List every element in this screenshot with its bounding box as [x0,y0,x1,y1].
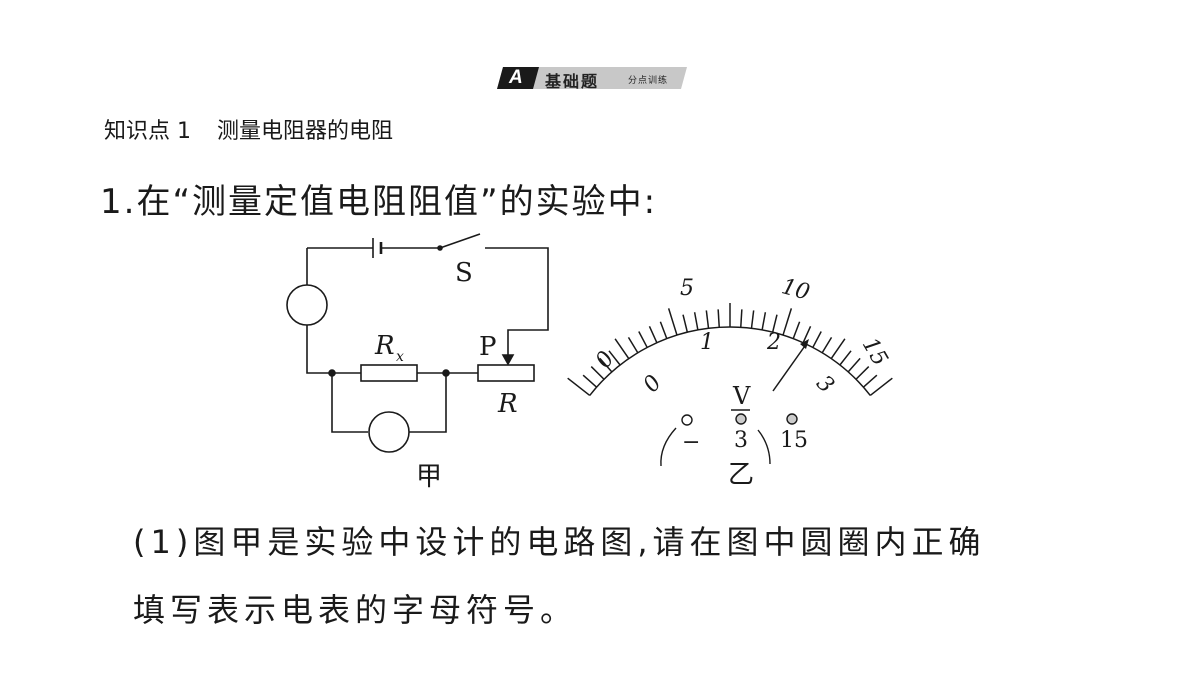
wire-left-bottom [306,325,361,374]
voltmeter-dial [567,303,893,397]
voltmeter-needle [772,339,809,392]
terminal-label-3: 3 [734,428,748,453]
dial-tick [627,336,639,354]
part1-line1: (1)图甲是实验中设计的电路图,请在图中圆圈内正确 [133,523,986,561]
part1-line2: 填写表示电表的字母符号。 [133,591,578,629]
terminal-label-15: 15 [780,428,808,453]
dial-tick [802,326,812,344]
knowledge-point-label: 知识点 1 [104,119,191,144]
unit-label-v: V [732,382,751,410]
inner-scale-label-3: 3 [811,371,839,399]
dial-tick [682,314,689,333]
inner-scale-label-2: 2 [766,330,781,355]
dial-tick [567,377,591,397]
dial-tick [855,366,870,380]
dial-tick [590,366,605,380]
banner-background [497,67,687,89]
label-rx-subscript: x [396,349,404,365]
caption-jia: 甲 [416,462,442,492]
dial-tick [717,309,720,328]
dial-tick [667,308,678,336]
dial-tick [614,338,630,360]
meter-circle-top [286,284,328,326]
dial-tick [792,321,801,339]
knowledge-point-title: 测量电阻器的电阻 [217,119,394,144]
terminal-label-negative: − [682,430,700,455]
wire-branch-left [331,373,368,433]
wire-branch-right [409,373,447,433]
section-banner: A 基础题 分点训练 [497,67,687,91]
dial-tick [830,338,846,360]
terminal-3 [735,413,747,425]
wire-to-negative [660,427,677,467]
inner-scale-label-1: 1 [700,330,714,355]
knowledge-point-heading: 知识点 1 测量电阻器的电阻 [104,113,393,145]
label-switch: S [455,258,473,288]
banner-letter: A [509,67,523,88]
outer-scale-label-5: 5 [680,276,694,301]
terminal-negative [681,414,693,426]
inner-scale-label-0: 0 [639,371,667,398]
dial-tick [740,309,743,328]
dial-tick [869,377,893,397]
dial-tick [693,312,699,331]
outer-scale-label-10: 10 [779,274,813,305]
wire-right-to-slider [485,247,549,360]
dial-tick [821,336,833,354]
dial-tick [705,310,710,329]
label-rheostat: R [497,389,518,419]
circuit-labels: S R x P R 甲 [374,258,518,492]
label-rx: R [374,331,395,361]
dial-tick [782,308,793,336]
dial-tick [771,314,778,333]
dial-tick [582,374,598,388]
dial-tick [659,321,668,339]
slider-arrow [501,354,515,366]
outer-scale-label-15: 15 [857,334,893,371]
caption-yi: 乙 [728,460,754,490]
terminal-15 [786,413,798,425]
label-slider-p: P [479,332,497,362]
voltmeter-terminals: V − 3 15 乙 [660,382,808,490]
dial-tick [839,350,852,366]
dial-tick [761,312,767,331]
wire-to-3 [757,429,771,465]
switch-blade [439,233,481,249]
dial-tick [638,331,648,348]
meter-circle-bottom [368,411,410,453]
voltmeter-scale-labels: 0 5 10 15 0 1 2 3 [591,274,892,398]
dial-tick [812,331,822,348]
dial-tick [599,357,613,373]
dial-tick [750,310,755,329]
circuit-diagram [286,233,549,453]
dial-tick [648,326,658,344]
banner-subtitle: 分点训练 [628,76,669,86]
question-title: 1.在“测量定值电阻阻值”的实验中: [100,182,658,222]
dial-tick [847,357,861,373]
banner-title: 基础题 [545,72,600,91]
resistor-rx [360,364,418,382]
rheostat [477,364,535,382]
dial-tick [608,350,621,366]
dial-tick [862,374,878,388]
